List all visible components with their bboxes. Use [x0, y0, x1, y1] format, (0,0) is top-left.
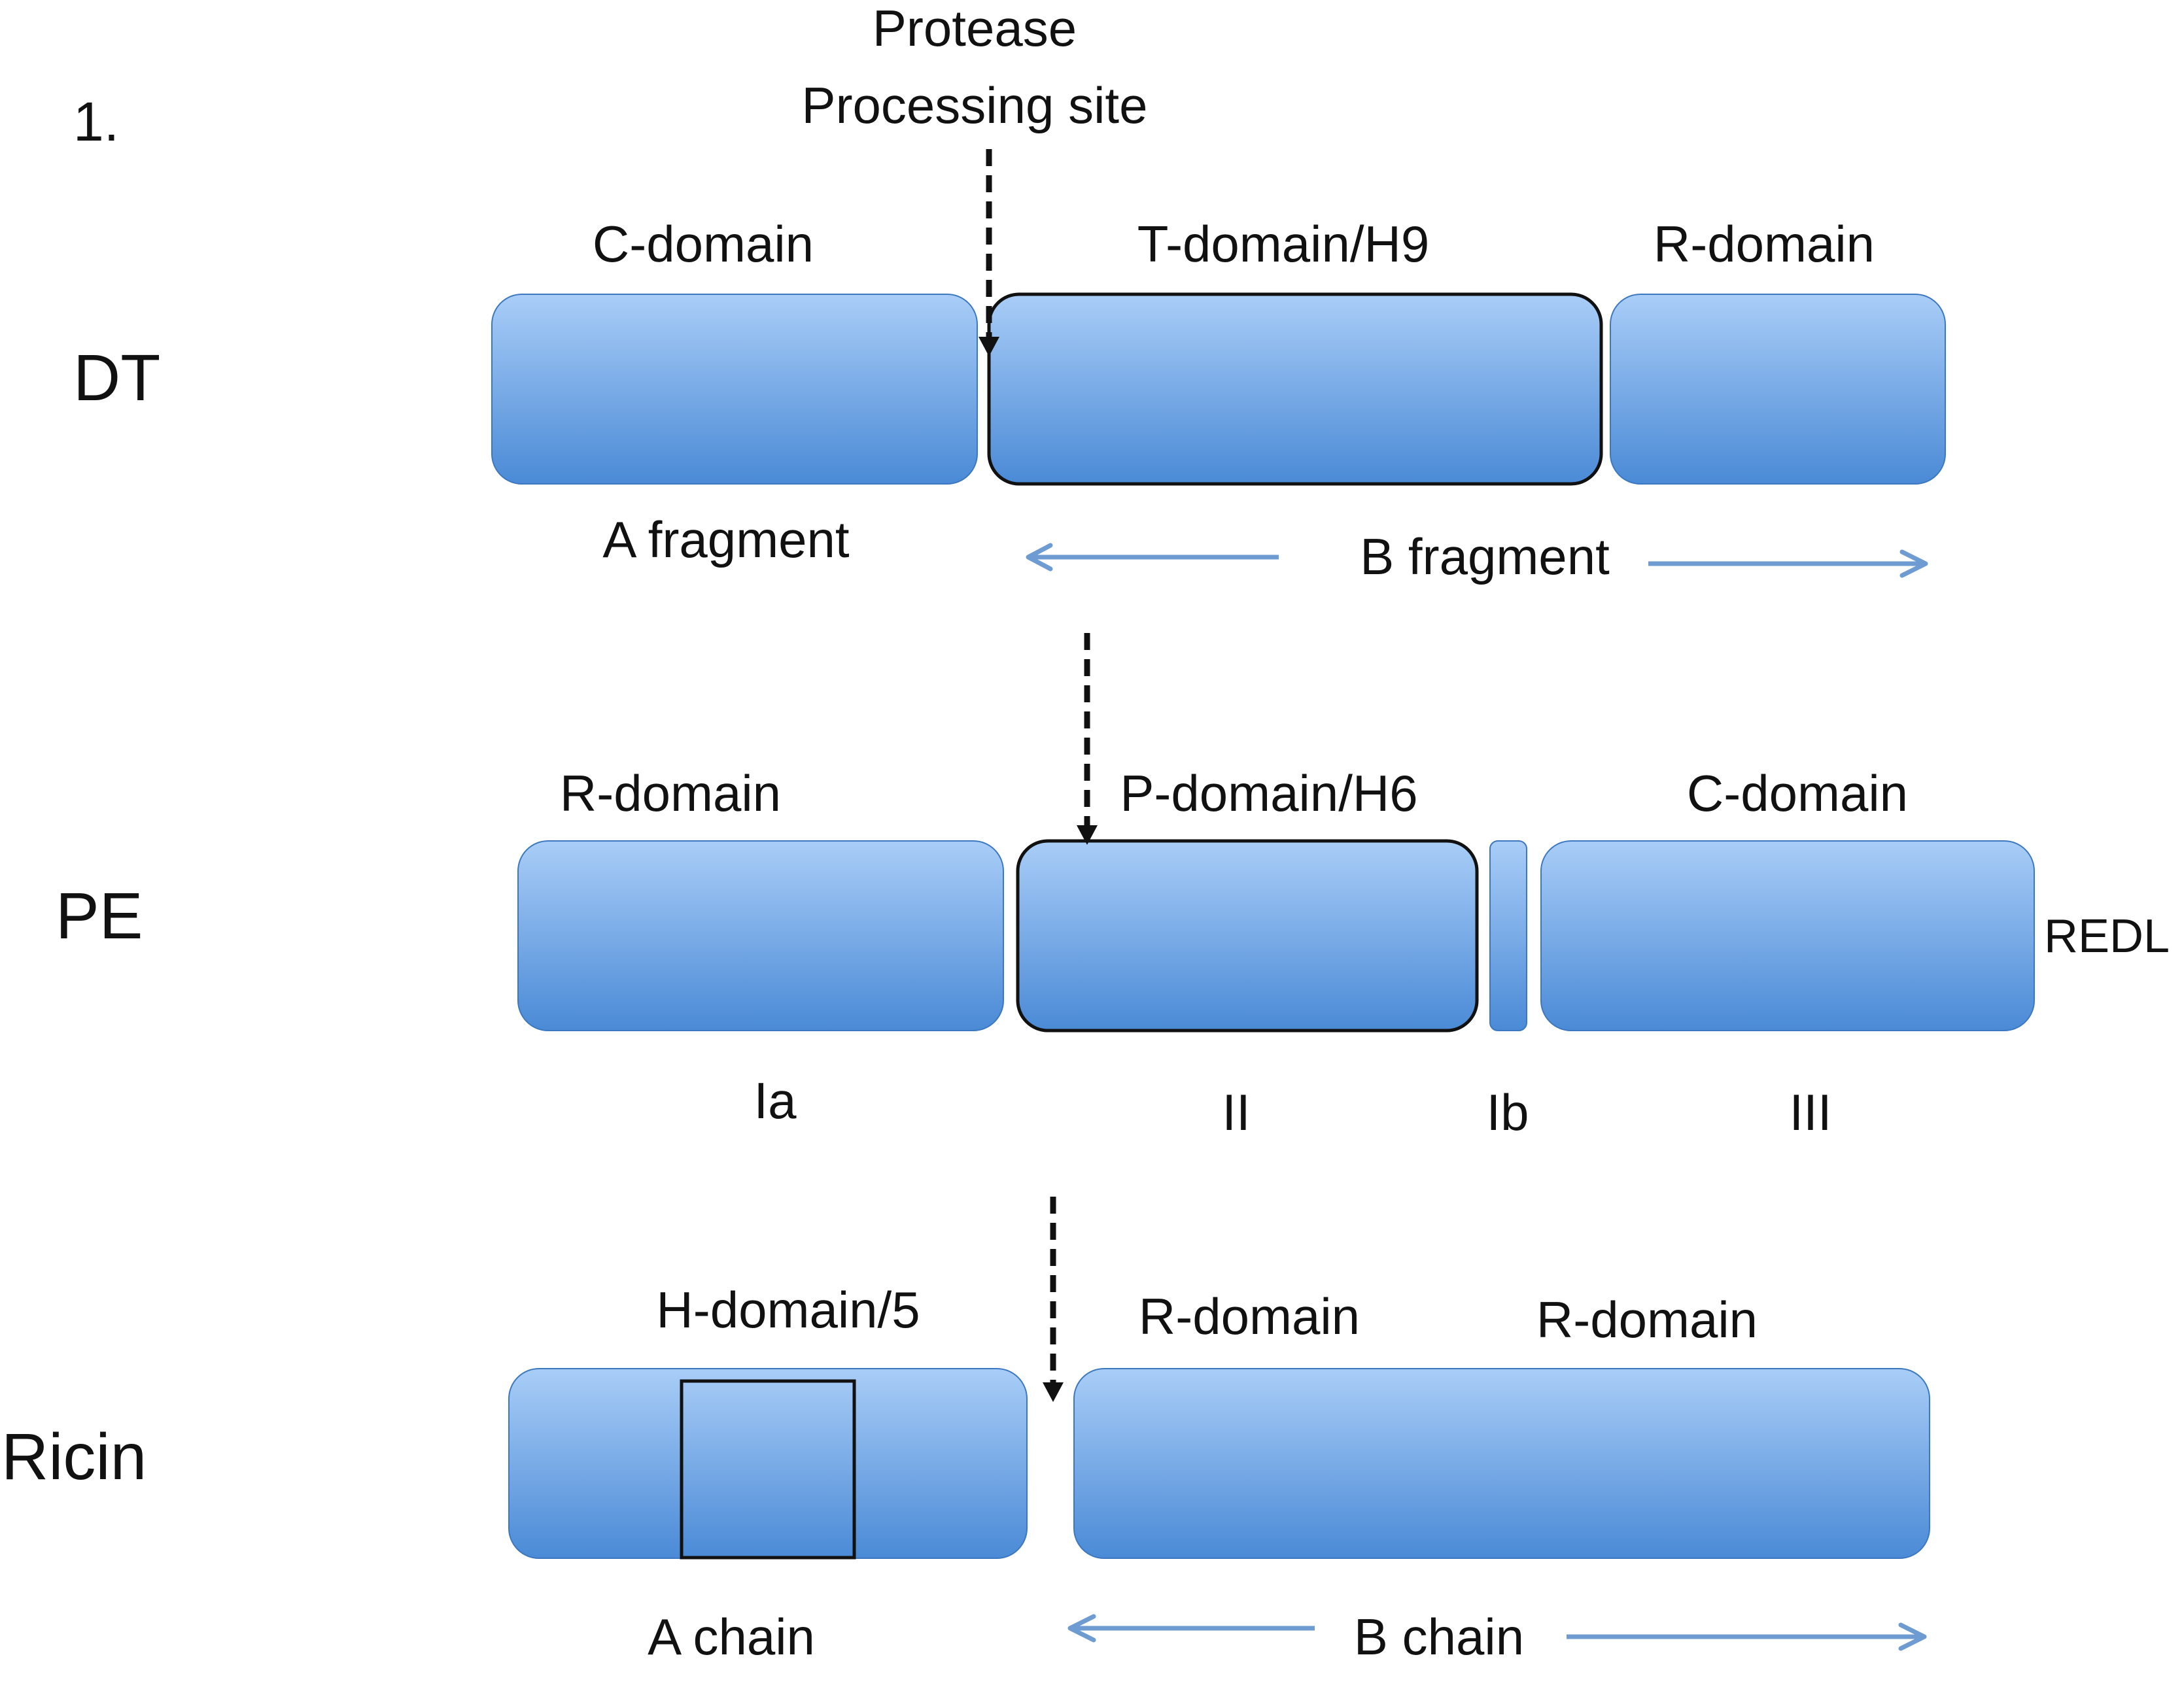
pe-ib-box	[1489, 840, 1527, 1031]
ricin-h-domain-label: H-domain/5	[656, 1281, 920, 1339]
dt-label: DT	[73, 341, 160, 415]
ricin-b-chain-right-arrow	[1567, 1622, 1927, 1651]
pe-ia-box	[517, 840, 1004, 1031]
dt-t-domain-box	[987, 292, 1603, 486]
dt-protease-arrowhead	[979, 337, 999, 356]
dt-r-domain-box	[1610, 294, 1946, 485]
ricin-a-chain-box	[508, 1368, 1028, 1559]
figure-number: 1.	[73, 91, 119, 152]
dt-b-fragment-left-arrow	[1026, 543, 1279, 572]
pe-subdomain-ii: II	[1222, 1084, 1250, 1141]
dt-c-domain-box	[491, 294, 978, 485]
pe-redl-label: REDL	[2044, 910, 2170, 963]
pe-label: PE	[56, 880, 143, 953]
ricin-h-domain-box	[680, 1379, 856, 1560]
ricin-b-chain-label: B chain	[1354, 1608, 1524, 1665]
dt-r-domain-label: R-domain	[1654, 215, 1875, 273]
dt-b-fragment-right-arrow	[1648, 549, 1928, 578]
dt-b-fragment-label: B fragment	[1360, 528, 1610, 585]
pe-subdomain-iii: III	[1789, 1084, 1831, 1141]
pe-r-domain-label: R-domain	[560, 764, 781, 822]
pe-protease-arrowhead	[1077, 825, 1098, 845]
ricin-b-chain-box	[1073, 1368, 1930, 1559]
pe-p-domain-label: P-domain/H6	[1120, 764, 1417, 822]
ricin-b-chain-left-arrow	[1067, 1614, 1315, 1643]
ricin-protease-arrowhead	[1043, 1382, 1064, 1402]
pe-row: PE R-domain P-domain/H6 C-domain REDL Ia…	[56, 633, 2170, 1141]
pe-iii-box	[1540, 840, 2035, 1031]
pe-subdomain-ia: Ia	[754, 1072, 797, 1129]
dt-c-domain-label: C-domain	[593, 215, 814, 273]
dt-row: DT C-domain T-domain/H9 R-domain A fragm…	[73, 149, 1946, 585]
pe-subdomain-ib: Ib	[1486, 1084, 1529, 1141]
ricin-r-domain-label-1: R-domain	[1139, 1288, 1360, 1345]
dt-a-fragment-label: A fragment	[602, 511, 850, 568]
ricin-row: Ricin H-domain/5 R-domain R-domain A cha…	[1, 1197, 1930, 1665]
ricin-r-domain-label-2: R-domain	[1536, 1291, 1758, 1348]
ricin-a-chain-label: A chain	[648, 1608, 815, 1665]
pe-ii-box	[1016, 839, 1479, 1033]
pe-c-domain-label: C-domain	[1687, 764, 1908, 822]
ricin-label: Ricin	[1, 1420, 147, 1494]
dt-t-domain-label: T-domain/H9	[1137, 215, 1430, 273]
protease-label: Protease	[873, 0, 1077, 57]
processing-site-label: Processing site	[802, 77, 1148, 134]
